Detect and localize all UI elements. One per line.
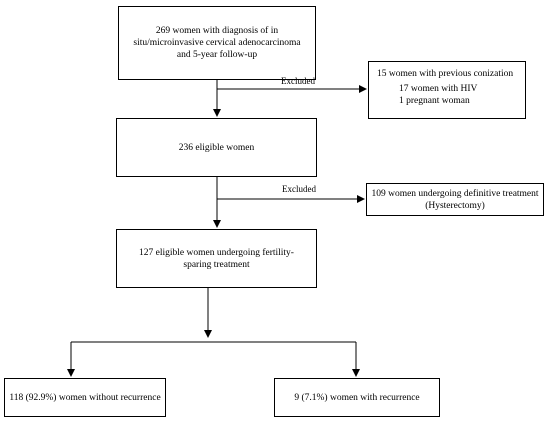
eligible-box: 236 eligible women xyxy=(116,118,317,177)
start-line-2: situ/microinvasive cervical adenocarcino… xyxy=(133,38,301,48)
excluded-2-line-1: 109 women undergoing definitive treatmen… xyxy=(371,188,539,199)
recurrence-line-1: 9 (7.1%) women with recurrence xyxy=(294,392,420,403)
start-line-3: and 5-year follow-up xyxy=(176,50,258,60)
fertility-box: 127 eligible women undergoing fertility-… xyxy=(116,229,317,288)
excluded-1-line-3: 1 pregnant woman xyxy=(399,96,470,106)
recurrence-box: 9 (7.1%) women with recurrence xyxy=(274,378,440,417)
excluded-2-line-2: (Hysterectomy) xyxy=(425,200,485,211)
eligible-line-1: 236 eligible women xyxy=(178,142,255,153)
start-line-1: 269 women with diagnosis of in xyxy=(155,26,279,36)
fertility-line-2: sparing treatment xyxy=(183,259,250,270)
excluded-1-line-2: 17 women with HIV xyxy=(399,84,478,94)
excluded-box-1: 15 women with previous conization 17 wom… xyxy=(368,61,526,119)
excluded-label-1: Excluded xyxy=(281,76,315,86)
excluded-1-line-1: 15 women with previous conization xyxy=(377,69,514,79)
excluded-box-2: 109 women undergoing definitive treatmen… xyxy=(366,183,544,216)
fertility-line-1: 127 eligible women undergoing fertility- xyxy=(139,247,294,258)
start-box: 269 women with diagnosis of in situ/micr… xyxy=(118,6,316,80)
no-recurrence-line-1: 118 (92.9%) women without recurrence xyxy=(9,392,161,403)
excluded-label-2: Excluded xyxy=(282,184,316,194)
no-recurrence-box: 118 (92.9%) women without recurrence xyxy=(4,378,166,417)
